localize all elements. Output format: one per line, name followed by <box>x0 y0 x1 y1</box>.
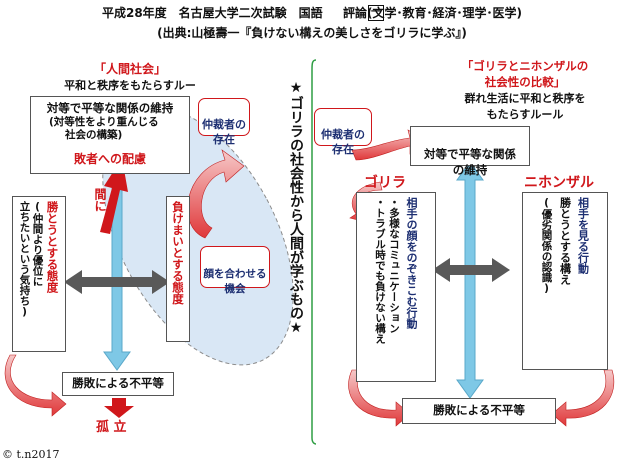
left-bottom-box: 勝敗による不平等 <box>62 372 174 396</box>
down-arrow-isolation <box>104 398 134 418</box>
gorilla-label: ゴリラ <box>364 172 406 192</box>
interpose-label: 間に <box>92 188 109 212</box>
header-title-text: 平成28年度 名古屋大学二次試験 国語 評論(文学･教育･経済･理学･医学) <box>101 6 523 20</box>
human-society-title: 「人間社会」 <box>93 62 166 76</box>
center-divider <box>311 59 317 445</box>
interpose-label-text: 間に <box>93 188 107 212</box>
mediator-box-right: 仲裁者の 存在 <box>314 108 372 156</box>
monkey-box: 相手を見る行動 勝とうとする構え (優劣関係の認識) <box>522 192 608 370</box>
header-number: 一 <box>371 7 381 18</box>
left-top-box: 対等で平等な関係の維持 (対等性をより重んじる 社会の構築) 敗者への配慮 <box>30 96 190 174</box>
right-section-title: 「ゴリラとニホンザルの 社会性の比較」 群れ生活に平和と秩序を もたらすルール <box>430 58 620 122</box>
comparison-title1: 「ゴリラとニホンザルの <box>461 59 589 73</box>
right-bottom-curve-right <box>551 369 615 427</box>
isolation-text: 孤 立 <box>96 420 127 435</box>
header-source: (出典:山極壽一『負けない構えの美しさをゴリラに学ぶ』) <box>0 24 624 41</box>
mediator-left-text: 仲裁者の 存在 <box>202 118 246 146</box>
mediator-right-text: 仲裁者の 存在 <box>321 128 365 156</box>
right-equal-relation-text: 対等で平等な関係 の維持 <box>424 147 516 177</box>
gorilla-text: ゴリラ <box>364 175 406 191</box>
header-title: 平成28年度 名古屋大学二次試験 国語 評論(文学･教育･経済･理学･医学) <box>0 4 624 21</box>
gorilla-communication: ・多様なコミュニケーション ・トラブル時でも負けない構え <box>374 197 400 344</box>
comparison-sub1: 群れ生活に平和と秩序を <box>464 92 586 105</box>
left-bottom-curve-arrow <box>4 354 67 417</box>
monkey-win-stance: 勝とうとする構え <box>558 197 572 285</box>
face-meet-box: 顔を合わせる 機会 <box>200 246 270 295</box>
gorilla-face-peek: 相手の顔をのぞきこむ行動 <box>405 197 418 329</box>
monkey-label: ニホンザル <box>524 172 594 192</box>
gorilla-box: 相手の顔をのぞきこむ行動 ・多様なコミュニケーション ・トラブル時でも負けない構… <box>356 192 436 382</box>
monkey-text: ニホンザル <box>524 175 594 191</box>
right-bottom-curve-left <box>348 369 411 427</box>
consideration-for-losers: 敗者への配慮 <box>73 152 146 166</box>
win-attitude-desc: (仲間より優位に 立ちたいという気持ち) <box>18 201 44 318</box>
face-meet-text: 顔を合わせる 機会 <box>203 268 267 295</box>
right-top-box: 対等で平等な関係 の維持 <box>410 126 530 177</box>
comparison-title2: 社会性の比較」 <box>484 75 566 89</box>
equal-relation-title: 対等で平等な関係の維持 <box>46 101 174 115</box>
center-vertical-title: ★ゴリラの社会性から人間が学ぶもの★ <box>286 80 306 380</box>
isolation-label: 孤 立 <box>96 416 127 435</box>
win-attitude-box: 勝とうとする態度 (仲間より優位に 立ちたいという気持ち) <box>12 196 66 352</box>
interpose-arrow <box>100 158 128 234</box>
monkey-look: 相手を見る行動 <box>576 197 590 274</box>
right-vertical-arrow <box>456 161 484 399</box>
right-horizontal-arrow <box>432 258 510 282</box>
left-inequality-text: 勝敗による不平等 <box>72 376 164 390</box>
right-inequality-text: 勝敗による不平等 <box>433 403 525 417</box>
header-number-box: 一 <box>368 5 384 21</box>
not-lose-attitude: 負けまいとする態度 <box>171 201 185 305</box>
copyright: © t.n2017 <box>2 448 60 461</box>
monkey-dominance: (優劣関係の認識) <box>540 197 553 295</box>
header: 平成28年度 名古屋大学二次試験 国語 評論(文学･教育･経済･理学･医学) 一… <box>0 4 624 41</box>
equal-relation-sub1: (対等性をより重んじる <box>49 116 159 128</box>
win-attitude-red: 勝とうとする態度 <box>45 201 60 293</box>
left-horizontal-arrow <box>64 270 170 294</box>
header-source-text: (出典:山極壽一『負けない構えの美しさをゴリラに学ぶ』) <box>157 26 467 40</box>
right-bottom-box: 勝敗による不平等 <box>402 398 556 424</box>
center-vertical-title-text: ★ゴリラの社会性から人間が学ぶもの★ <box>288 80 304 336</box>
equal-relation-sub2: 社会の構築) <box>65 129 123 141</box>
copyright-text: © t.n2017 <box>2 448 60 461</box>
mediator-box-left: 仲裁者の 存在 <box>198 98 250 146</box>
comparison-sub2: もたらすルール <box>486 108 564 121</box>
not-lose-box: 負けまいとする態度 <box>166 196 190 342</box>
